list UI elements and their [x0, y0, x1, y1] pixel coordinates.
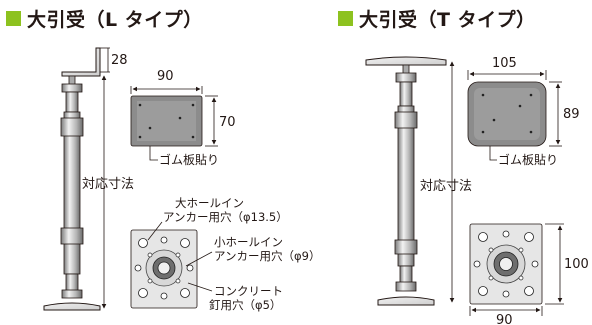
- l-dim-pad-height: 70: [219, 115, 236, 130]
- l-rubber-label: ゴム板貼り: [159, 152, 219, 167]
- l-height-label: 対応寸法: [82, 177, 134, 192]
- t-rubber-label: ゴム板貼り: [498, 152, 558, 167]
- t-type-title: 大引受（T タイプ）: [338, 5, 536, 31]
- l-dim-pad-width: 90: [157, 69, 174, 84]
- l-rubber-pad: [130, 95, 203, 147]
- t-height-label: 対応寸法: [420, 179, 472, 194]
- l-small-hole-label-2: アンカー用穴（φ9）: [214, 249, 320, 263]
- t-dim-base-height: 100: [564, 257, 589, 272]
- l-base-plate: [130, 229, 198, 309]
- l-big-hole-label-1: 大ホールイン: [175, 196, 244, 210]
- l-big-hole-label-2: アンカー用穴（φ13.5）: [163, 210, 288, 224]
- l-nail-label-2: 釘用穴（φ5）: [209, 298, 281, 312]
- t-base-plate: [469, 223, 543, 305]
- l-small-hole-label-1: 小ホールイン: [214, 235, 283, 249]
- t-rubber-pad: [467, 81, 547, 147]
- l-type-title-text: 大引受（L タイプ）: [27, 8, 203, 31]
- l-nail-label-1: コンクリート: [214, 284, 283, 298]
- l-dim-top: 28: [111, 53, 128, 68]
- green-square-icon: [6, 10, 21, 26]
- l-type-title: 大引受（L タイプ）: [6, 5, 203, 31]
- t-dim-pad-height: 89: [563, 107, 580, 122]
- t-dim-pad-width: 105: [492, 56, 517, 71]
- l-type-post: [43, 47, 101, 311]
- green-square-icon: [338, 10, 353, 26]
- t-dim-base-width: 90: [496, 313, 513, 325]
- t-type-title-text: 大引受（T タイプ）: [359, 8, 536, 31]
- t-type-post: [365, 56, 447, 306]
